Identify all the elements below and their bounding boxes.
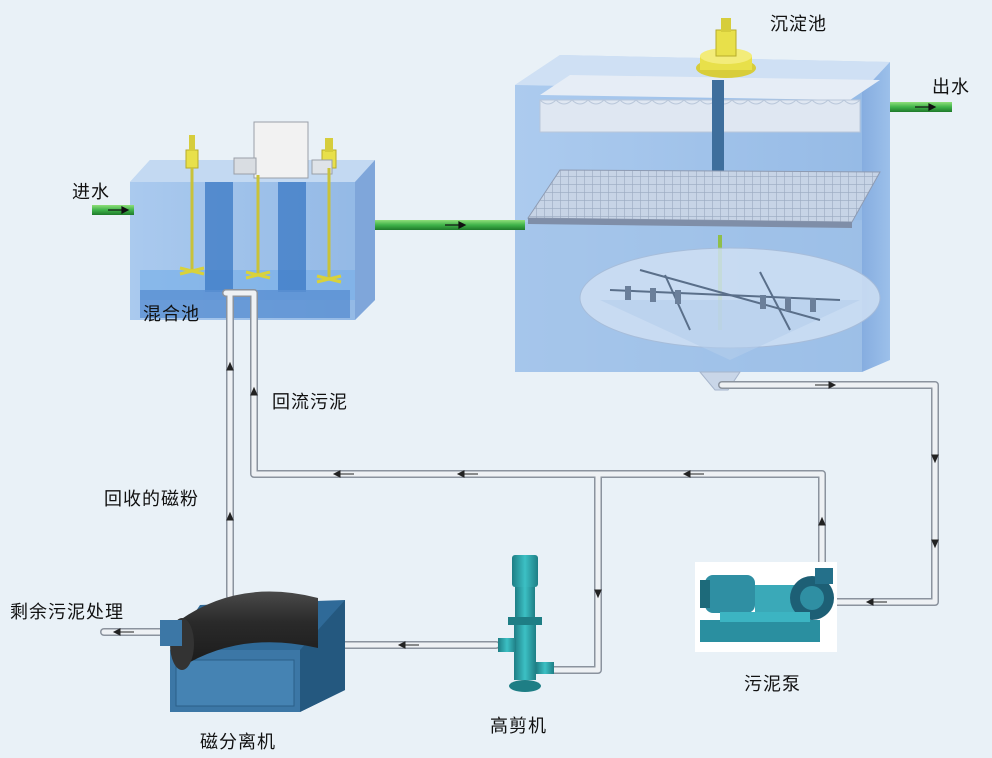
magnetic-separator (160, 591, 345, 712)
high-shear-machine (498, 555, 554, 692)
magnetic-separator-label: 磁分离机 (200, 732, 276, 753)
sedimentation-tank-label: 沉淀池 (770, 14, 827, 35)
sedimentation-tank (515, 18, 890, 391)
sludge-pipes (100, 289, 939, 674)
inlet-label: 进水 (72, 182, 110, 203)
water-pipes (92, 102, 952, 230)
flow-arrows (112, 361, 939, 649)
excess-sludge-treatment-label: 剩余污泥处理 (10, 602, 124, 623)
high-shear-machine-label: 高剪机 (490, 716, 547, 737)
sludge-pump (695, 562, 837, 652)
recovered-magnetic-powder-label: 回收的磁粉 (104, 489, 199, 510)
outlet-label: 出水 (932, 77, 970, 98)
sludge-pump-label: 污泥泵 (744, 674, 801, 695)
mixing-tank-label: 混合池 (143, 304, 200, 325)
return-sludge-label: 回流污泥 (272, 392, 348, 413)
